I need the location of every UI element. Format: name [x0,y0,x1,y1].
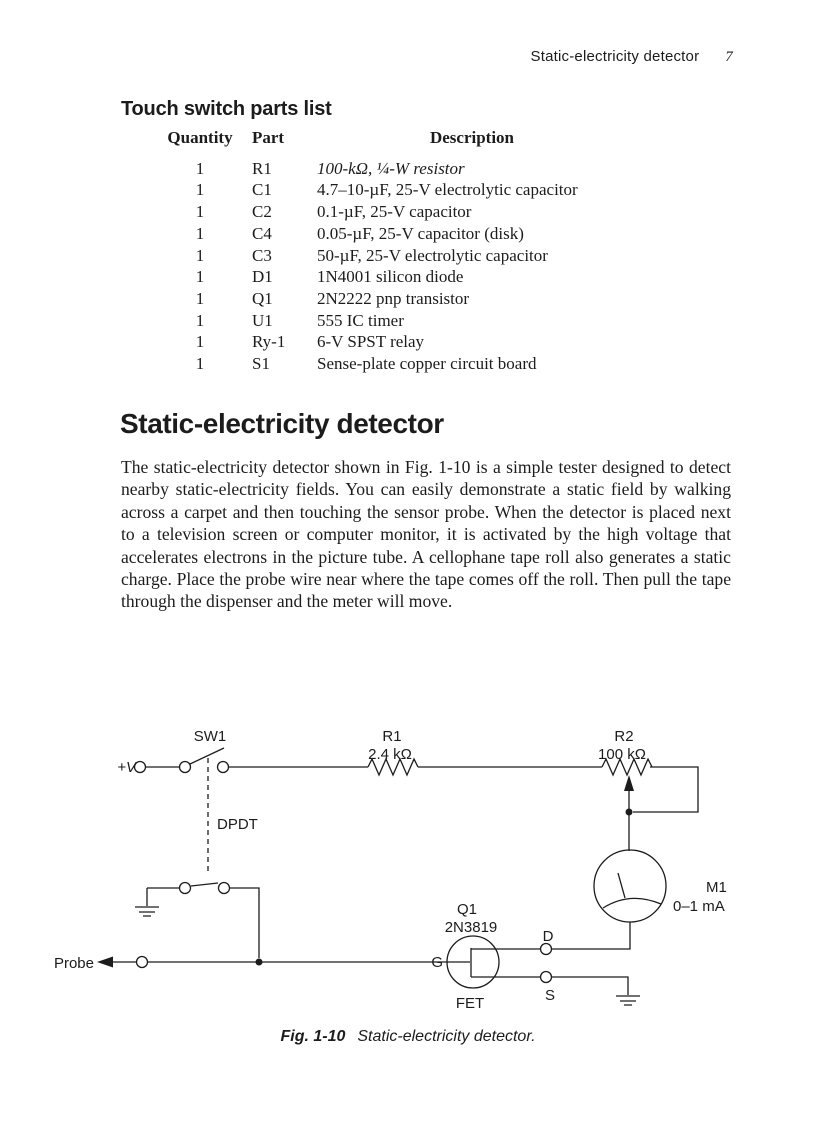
r1-name-label: R1 [382,728,401,745]
cell-part: C4 [252,223,272,243]
running-head-title: Static-electricity detector [530,48,700,65]
wire-meter-to-drain [552,922,631,950]
table-row: 1 C3 50-µF, 25-V electrolytic capacitor [148,245,738,267]
probe-label: Probe [54,955,94,972]
cell-description: Sense-plate copper circuit board [317,354,537,374]
table-row: 1 Q1 2N2222 pnp transistor [148,288,738,310]
column-header-quantity: Quantity [167,128,233,147]
drain-label: D [543,928,554,945]
cell-quantity: 1 [195,245,205,265]
supply-label: +V [117,759,138,776]
cell-description: 0.05-µF, 25-V capacitor (disk) [317,223,524,243]
sw1-label: SW1 [194,728,227,745]
cell-description: 6-V SPST relay [317,332,425,352]
sw2-terminal-left [178,881,192,895]
supply-terminal [133,760,147,774]
table-row: 1 C1 4.7–10-µF, 25-V electrolytic capaci… [148,179,738,201]
sw1-pole-terminal [178,760,192,774]
cell-quantity: 1 [195,267,205,287]
junction-dot [625,808,633,816]
r2-value-label: 100 kΩ [598,746,646,763]
probe-arrow-icon [97,956,113,968]
wire-r2-feedback [633,766,699,813]
cell-description: 50-µF, 25-V electrolytic capacitor [317,245,548,265]
circuit-diagram: +V SW1 DPDT R1 2.4 kΩ R2 100 kΩ M1 0–1 m… [54,728,727,1012]
r1-value-label: 2.4 kΩ [368,746,412,763]
dpdt-label: DPDT [217,816,258,833]
sw2-blade [190,882,219,887]
cell-description: 4.7–10-µF, 25-V electrolytic capacitor [317,180,578,200]
meter-needle [617,872,626,899]
cell-part: Q1 [252,288,273,308]
cell-quantity: 1 [195,332,205,352]
running-head: Static-electricity detector 7 [531,48,734,66]
gate-label: G [431,954,443,971]
table-row: 1 Ry-1 6-V SPST relay [148,331,738,353]
cell-part: Ry-1 [252,332,286,352]
cell-quantity: 1 [195,180,205,200]
fet-type-label: FET [456,995,484,1012]
cell-description: 100-kΩ, ¼-W resistor [317,158,465,178]
cell-part: R1 [252,158,272,178]
parts-list-table: Quantity Part Description 1 R1 100-kΩ, ¼… [148,127,738,375]
parts-list-title: Touch switch parts list [121,98,332,120]
cell-quantity: 1 [195,288,205,308]
figure-caption: Fig. 1-10 Static-electricity detector. [0,1028,816,1046]
cell-quantity: 1 [195,158,205,178]
meter-symbol [593,849,667,923]
source-label: S [545,987,555,1004]
resistor-r1-symbol [367,757,419,777]
table-row: 1 C2 0.1-µF, 25-V capacitor [148,201,738,223]
ground-icon [616,995,640,1006]
table-header-row: Quantity Part Description [148,127,738,149]
table-row: 1 D1 1N4001 silicon diode [148,266,738,288]
cell-description: 0.1-µF, 25-V capacitor [317,202,472,222]
fet-body [446,935,500,989]
junction-dot [255,958,263,966]
table-row: 1 S1 Sense-plate copper circuit board [148,353,738,375]
table-row: 1 C4 0.05-µF, 25-V capacitor (disk) [148,223,738,245]
column-header-description: Description [429,128,515,147]
cell-part: S1 [252,354,270,374]
cell-part: U1 [252,310,273,330]
cell-part: D1 [252,267,273,287]
sw1-throw-terminal [216,760,230,774]
circuit-figure: +V SW1 DPDT R1 2.4 kΩ R2 100 kΩ M1 0–1 m… [0,690,816,1030]
wire-lower-switch [146,887,260,958]
section-heading: Static-electricity detector [120,408,444,439]
r2-name-label: R2 [614,728,633,745]
cell-quantity: 1 [195,310,205,330]
resistor-r2-symbol [601,757,653,777]
cell-quantity: 1 [195,202,205,222]
cell-description: 1N4001 silicon diode [317,267,464,287]
meter-scale-arc [602,897,662,909]
q1-part-label: 2N3819 [445,919,498,936]
ground-icon [135,906,159,917]
source-terminal [539,970,553,984]
wiper-arrow-icon [624,775,634,791]
q1-name-label: Q1 [457,901,477,918]
table-row: 1 R1 100-kΩ, ¼-W resistor [148,158,738,180]
cell-quantity: 1 [195,354,205,374]
cell-part: C1 [252,180,272,200]
figure-caption-label: Fig. 1-10 [280,1028,346,1045]
page-number: 7 [725,49,733,65]
wire-source-ground [552,976,629,995]
column-header-part: Part [252,128,285,147]
cell-quantity: 1 [195,223,205,243]
drain-terminal [539,942,553,956]
cell-part: C2 [252,202,272,222]
sw1-blade [189,747,225,765]
meter-name-label: M1 [706,879,727,896]
meter-range-label: 0–1 mA [673,898,725,915]
cell-description: 555 IC timer [317,310,404,330]
figure-caption-text: Static-electricity detector. [357,1028,536,1045]
cell-part: C3 [252,245,272,265]
table-row: 1 U1 555 IC timer [148,310,738,332]
body-paragraph: The static-electricity detector shown in… [121,457,731,612]
sw2-terminal-right [217,881,231,895]
cell-description: 2N2222 pnp transistor [317,288,470,308]
probe-terminal [135,955,149,969]
